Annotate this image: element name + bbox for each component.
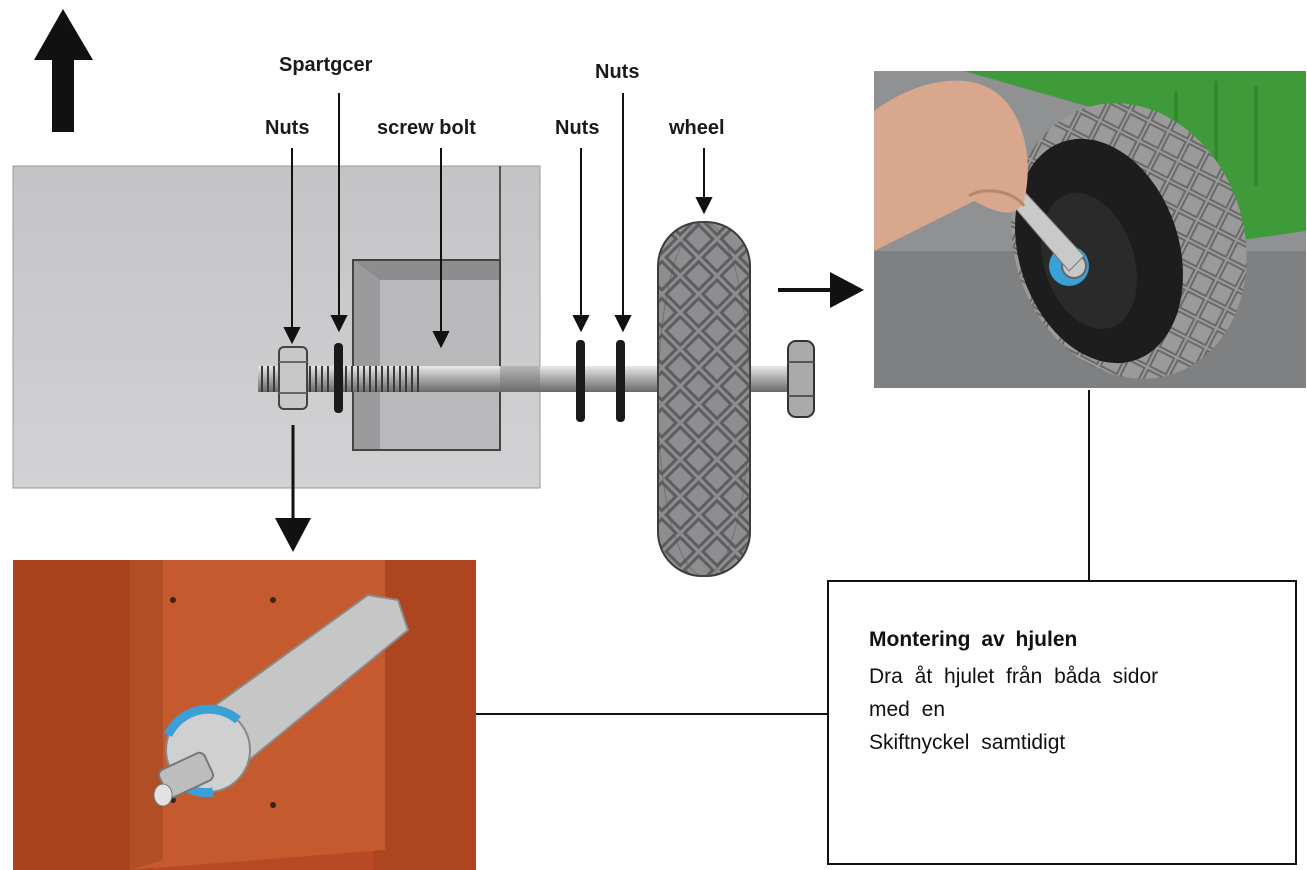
down-arrow-icon: [275, 425, 311, 552]
instruction-box: Montering av hjulen Dra åt hjulet från b…: [827, 580, 1297, 865]
label-wheel: wheel: [669, 117, 725, 139]
instruction-line-2: med en: [869, 698, 946, 721]
middle-washers: [576, 340, 625, 422]
wheel-tightening-photo: [874, 71, 1306, 388]
instruction-line-3: Skiftnyckel samtidigt: [869, 731, 1066, 754]
wheel: [657, 221, 751, 577]
pointer-lines: [283, 93, 713, 349]
left-nut: [278, 346, 308, 410]
connector-lines: [476, 390, 1090, 715]
label-spacer: Spartgcer: [279, 54, 373, 76]
label-nuts-top: Nuts: [595, 61, 640, 83]
instruction-title: Montering av hjulen: [869, 628, 1078, 651]
instruction-line-1: Dra åt hjulet från båda sidor: [869, 665, 1159, 688]
wrench-on-post-photo: [13, 560, 476, 870]
up-arrow-icon: [34, 9, 93, 132]
label-screw-bolt: screw bolt: [377, 117, 476, 139]
label-nuts-mid: Nuts: [555, 117, 600, 139]
right-arrow-icon: [778, 272, 864, 308]
label-nuts-left: Nuts: [265, 117, 310, 139]
bolt-head: [787, 340, 815, 418]
spacer-washer: [334, 343, 343, 413]
bolt-pocket: [352, 259, 501, 451]
